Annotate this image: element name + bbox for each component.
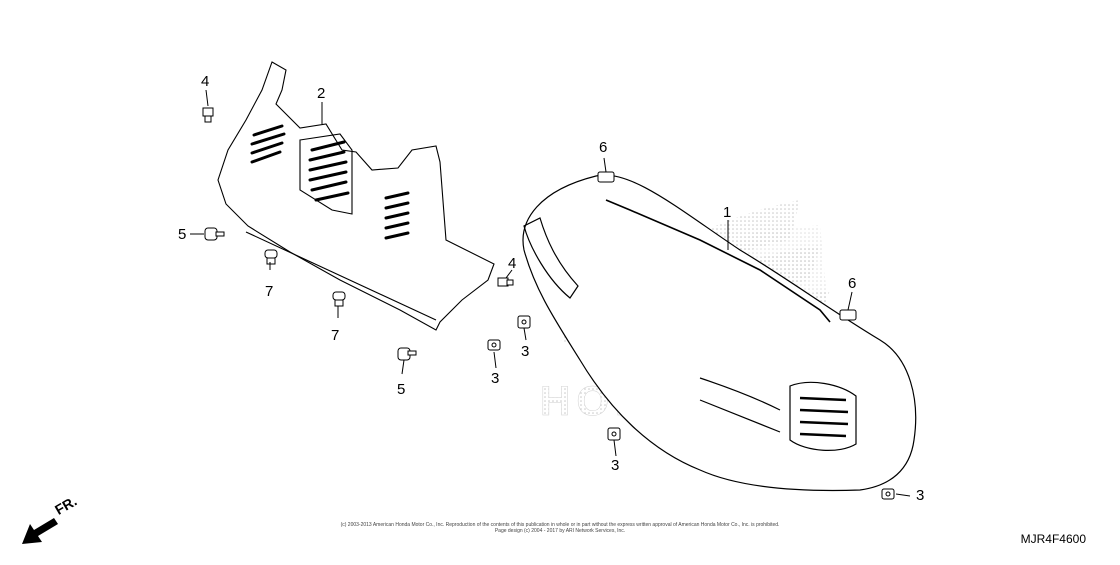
fasteners — [202, 107, 895, 500]
part-2-inner-cover — [217, 61, 495, 331]
callout-6-right: 6 — [848, 275, 857, 292]
nut-3-b — [517, 315, 531, 329]
diagram-code: MJR4F4600 — [1020, 532, 1086, 546]
callout-4-top: 4 — [201, 73, 210, 90]
callout-5-left: 5 — [178, 226, 187, 243]
callout-2: 2 — [317, 85, 326, 102]
bolt-5-left — [204, 227, 225, 241]
copyright-line-2: Page design (c) 2004 - 2017 by ARI Netwo… — [494, 528, 626, 534]
front-direction-arrow — [22, 518, 58, 544]
callout-3-c: 3 — [611, 457, 620, 474]
nut-3-d — [881, 488, 895, 500]
bolt-4-top — [202, 107, 214, 123]
callout-3-d: 3 — [916, 487, 925, 504]
callout-6-left: 6 — [599, 139, 608, 156]
bolt-5-bottom — [397, 347, 417, 361]
copyright-line-1: (c) 2003-2013 American Honda Motor Co., … — [340, 522, 780, 528]
part-1-front-cover — [522, 174, 917, 492]
callout-3-b: 3 — [521, 343, 530, 360]
callout-7-upper: 7 — [265, 283, 274, 300]
callout-3-a: 3 — [491, 370, 500, 387]
callout-4-mid: 4 — [508, 255, 517, 272]
clip-6-right — [839, 309, 857, 321]
clip-7-lower — [332, 291, 346, 307]
callout-7-lower: 7 — [331, 327, 340, 344]
callout-1: 1 — [723, 204, 732, 221]
leader-lines — [190, 89, 911, 497]
part-2-vents — [250, 124, 410, 240]
nut-3-a — [487, 339, 501, 351]
clip-7-upper — [264, 249, 278, 265]
callout-5-bottom: 5 — [397, 381, 406, 398]
clip-6-left — [597, 171, 615, 183]
nut-3-c — [607, 427, 621, 441]
bolt-4-mid — [497, 277, 514, 287]
copyright-notice: (c) 2003-2013 American Honda Motor Co., … — [290, 522, 830, 534]
